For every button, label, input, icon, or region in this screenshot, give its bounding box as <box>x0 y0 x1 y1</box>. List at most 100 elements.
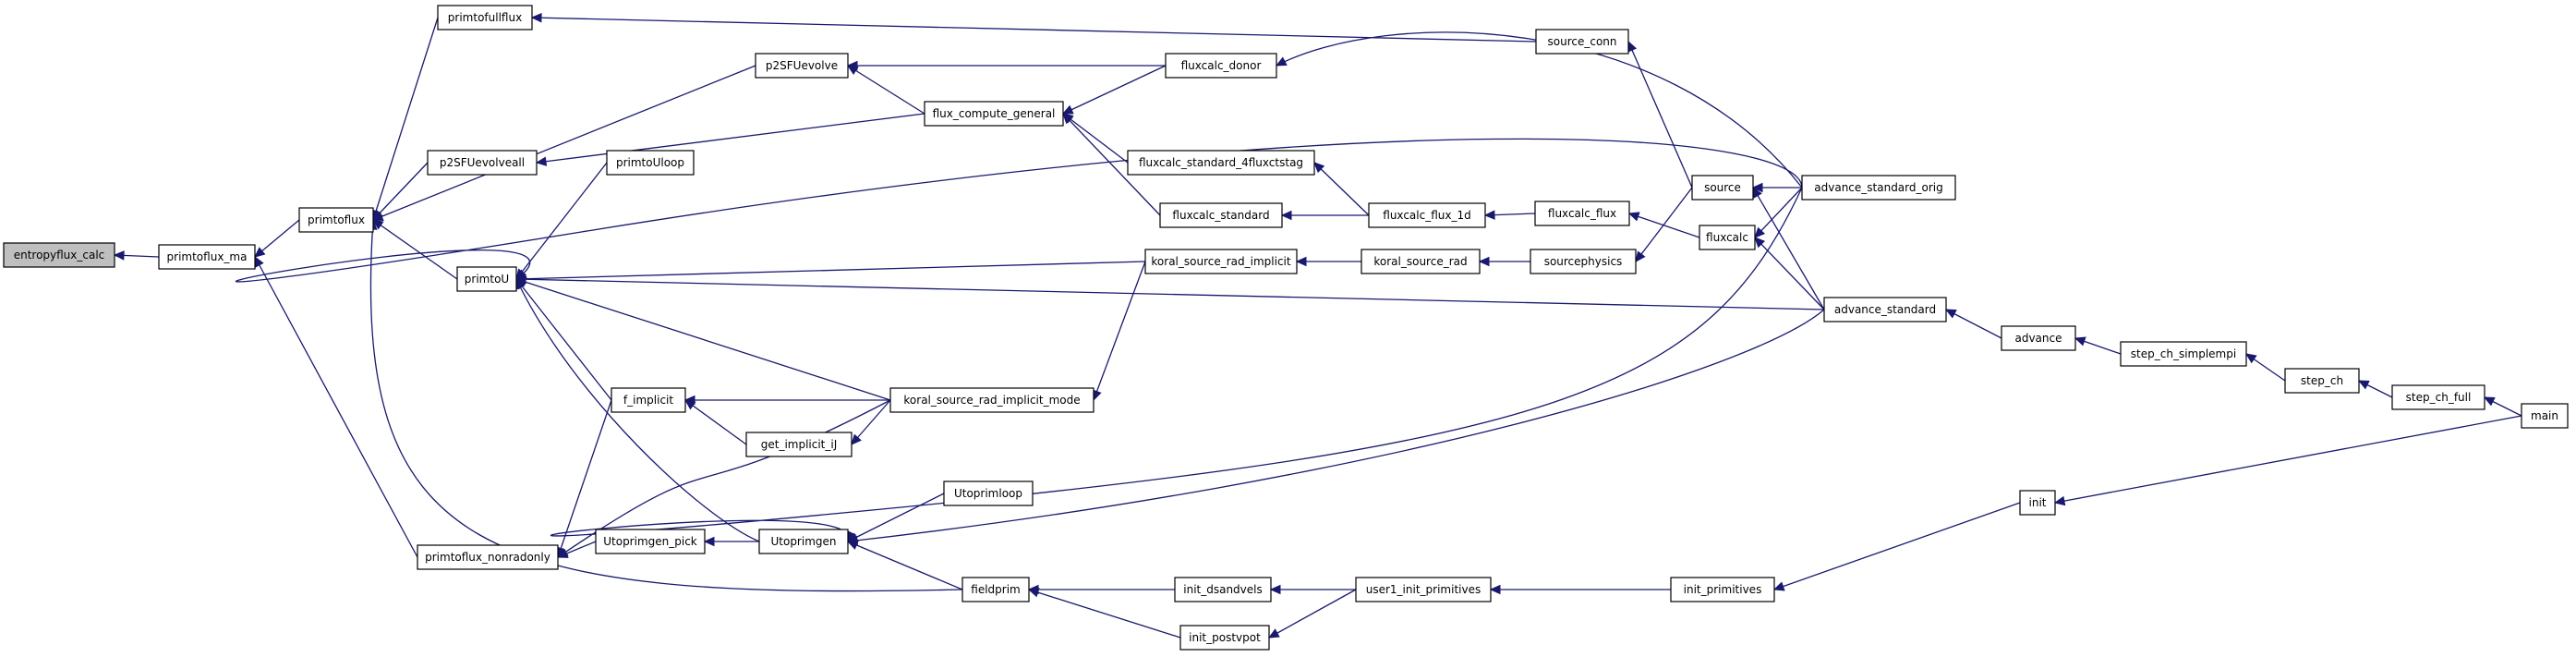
node-box[interactable] <box>1530 249 1637 274</box>
node-box[interactable] <box>427 150 538 176</box>
node-box[interactable] <box>1355 577 1492 602</box>
node-koral_source_rad[interactable]: koral_source_rad <box>1361 249 1481 274</box>
node-box[interactable] <box>1144 249 1298 274</box>
node-box[interactable] <box>1165 53 1277 79</box>
node-box[interactable] <box>924 101 1064 127</box>
node-fluxcalc_flux[interactable]: fluxcalc_flux <box>1534 201 1630 226</box>
node-source_conn[interactable]: source_conn <box>1535 29 1629 55</box>
node-sourcephysics[interactable]: sourcephysics <box>1530 249 1637 274</box>
node-box[interactable] <box>1179 625 1270 651</box>
node-box[interactable] <box>2284 368 2360 394</box>
node-box[interactable] <box>456 266 517 292</box>
node-box[interactable] <box>1368 202 1486 228</box>
node-step_ch_simplempi[interactable]: step_ch_simplempi <box>2120 341 2247 367</box>
node-box[interactable] <box>158 244 256 270</box>
node-box[interactable] <box>1534 201 1630 226</box>
node-box[interactable] <box>606 150 695 176</box>
edge-line <box>847 309 1825 542</box>
node-box[interactable] <box>417 544 559 570</box>
node-init_postvpot[interactable]: init_postvpot <box>1179 625 1270 651</box>
node-box[interactable] <box>943 481 1034 506</box>
node-step_ch[interactable]: step_ch <box>2284 368 2360 394</box>
node-Utoprimloop[interactable]: Utoprimloop <box>943 481 1034 506</box>
node-fluxcalc_standard_4fluxctstag[interactable]: fluxcalc_standard_4fluxctstag <box>1127 150 1315 176</box>
node-label: p2SFUevolveall <box>440 156 525 169</box>
node-box[interactable] <box>1801 175 1956 201</box>
node-box[interactable] <box>3 242 115 268</box>
node-label: primtoUloop <box>616 156 684 169</box>
node-box[interactable] <box>745 432 853 457</box>
node-box[interactable] <box>1174 577 1272 602</box>
edge-init_dsandvels-to-fieldprim <box>1027 584 1175 595</box>
node-box[interactable] <box>298 207 374 233</box>
node-label: primtoU <box>465 273 509 286</box>
node-box[interactable] <box>2391 384 2485 410</box>
node-fluxcalc_flux_1d[interactable]: fluxcalc_flux_1d <box>1368 202 1486 228</box>
node-step_ch_full[interactable]: step_ch_full <box>2391 384 2485 410</box>
node-box[interactable] <box>755 53 849 79</box>
node-box[interactable] <box>1670 577 1775 602</box>
node-box[interactable] <box>595 529 706 554</box>
node-primtoUloop[interactable]: primtoUloop <box>606 150 695 176</box>
node-box[interactable] <box>1699 225 1756 250</box>
node-koral_source_rad_implicit[interactable]: koral_source_rad_implicit <box>1144 249 1298 274</box>
node-fluxcalc_standard[interactable]: fluxcalc_standard <box>1159 202 1283 228</box>
node-primtoU[interactable]: primtoU <box>456 266 517 292</box>
node-box[interactable] <box>437 5 533 30</box>
node-init_dsandvels[interactable]: init_dsandvels <box>1174 577 1272 602</box>
node-fieldprim[interactable]: fieldprim <box>961 577 1030 602</box>
node-box[interactable] <box>2019 490 2056 516</box>
edge-line <box>1062 113 1161 216</box>
edge-line <box>536 113 925 164</box>
node-user1_init_primitives[interactable]: user1_init_primitives <box>1355 577 1492 602</box>
node-box[interactable] <box>1691 175 1754 201</box>
node-fluxcalc_donor[interactable]: fluxcalc_donor <box>1165 53 1277 79</box>
node-p2SFUevolveall[interactable]: p2SFUevolveall <box>427 150 538 176</box>
edge-koral_source_rad_implicit_mode-to-f_implicit <box>683 395 890 406</box>
node-box[interactable] <box>961 577 1030 602</box>
node-init[interactable]: init <box>2019 490 2056 516</box>
node-label: init_dsandvels <box>1183 583 1263 596</box>
node-box[interactable] <box>889 387 1094 413</box>
edge-user1_init_primitives-to-init_postvpot <box>1267 589 1357 639</box>
node-source[interactable]: source <box>1691 175 1754 201</box>
node-Utoprimgen[interactable]: Utoprimgen <box>758 529 849 554</box>
node-entropyflux_calc[interactable]: entropyflux_calc <box>3 242 115 268</box>
node-box[interactable] <box>2120 341 2247 367</box>
node-advance_standard_orig[interactable]: advance_standard_orig <box>1801 175 1956 201</box>
edge-primtoflux_nonradonly-to-primtoflux_ma <box>254 255 418 558</box>
node-primtoflux_ma[interactable]: primtoflux_ma <box>158 244 256 270</box>
edge-fluxcalc_flux_1d-to-fluxcalc_standard <box>1280 210 1369 221</box>
node-p2SFUevolve[interactable]: p2SFUevolve <box>755 53 849 79</box>
node-box[interactable] <box>611 387 686 413</box>
node-box[interactable] <box>1127 150 1315 176</box>
node-init_primitives[interactable]: init_primitives <box>1670 577 1775 602</box>
node-box[interactable] <box>1159 202 1283 228</box>
node-primtoflux[interactable]: primtoflux <box>298 207 374 233</box>
node-box[interactable] <box>758 529 849 554</box>
node-f_implicit[interactable]: f_implicit <box>611 387 686 413</box>
call-edges <box>113 12 2522 639</box>
node-label: source <box>1704 181 1741 194</box>
node-fluxcalc[interactable]: fluxcalc <box>1699 225 1756 250</box>
node-box[interactable] <box>2001 325 2076 351</box>
edge-koral_source_rad_implicit_mode-to-primtoU <box>514 277 891 401</box>
node-box[interactable] <box>2521 403 2569 429</box>
edge-koral_source_rad_implicit-to-koral_source_rad_implicit_mode <box>1092 261 1146 402</box>
arrowhead-icon <box>2244 353 2257 364</box>
node-main[interactable]: main <box>2521 403 2569 429</box>
node-label: primtoflux <box>308 213 365 226</box>
node-advance[interactable]: advance <box>2001 325 2076 351</box>
node-box[interactable] <box>1361 249 1481 274</box>
node-label: advance_standard <box>1834 303 1936 316</box>
node-koral_source_rad_implicit_mode[interactable]: koral_source_rad_implicit_mode <box>889 387 1094 413</box>
node-get_implicit_iJ[interactable]: get_implicit_iJ <box>745 432 853 457</box>
node-label: fluxcalc_flux_1d <box>1383 209 1470 222</box>
node-box[interactable] <box>1823 297 1947 322</box>
node-box[interactable] <box>1535 29 1629 55</box>
node-flux_compute_general[interactable]: flux_compute_general <box>924 101 1064 127</box>
node-primtofullflux[interactable]: primtofullflux <box>437 5 533 30</box>
node-primtoflux_nonradonly[interactable]: primtoflux_nonradonly <box>417 544 559 570</box>
node-advance_standard[interactable]: advance_standard <box>1823 297 1947 322</box>
node-Utoprimgen_pick[interactable]: Utoprimgen_pick <box>595 529 706 554</box>
